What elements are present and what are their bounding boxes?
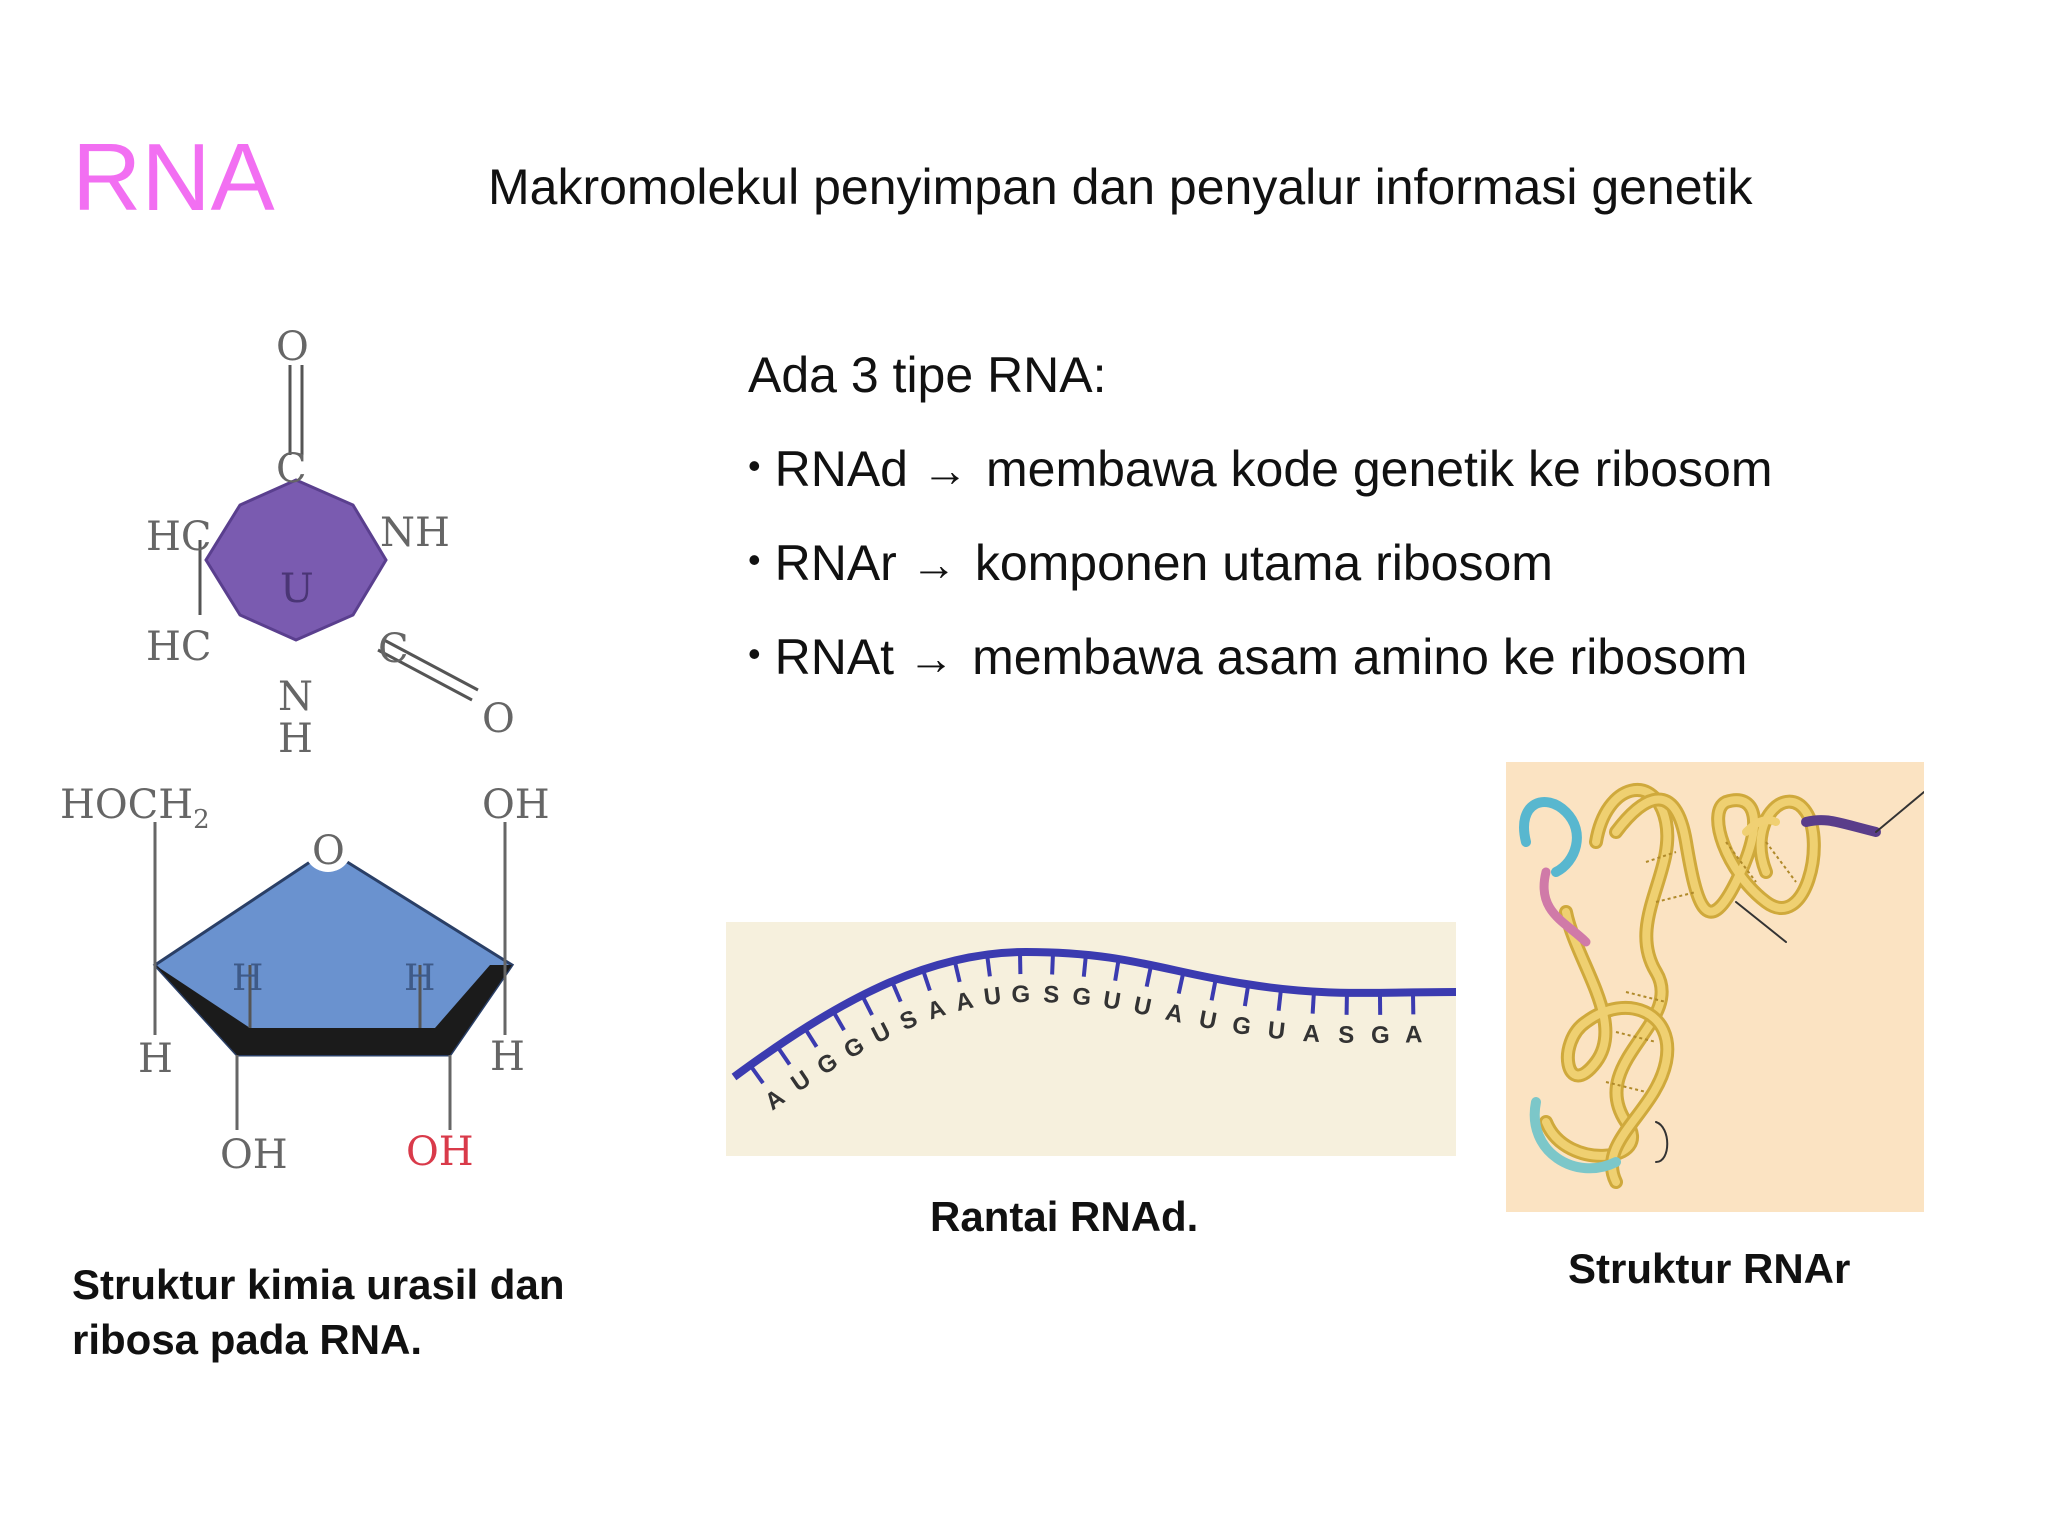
mrna-base-letter: G [1011,981,1030,1008]
mrna-base-letter: U [1266,1017,1286,1046]
atom-hc-2: HC [146,624,212,670]
mrna-base-letter: S [1338,1022,1354,1049]
mrna-base-tick [1144,964,1154,988]
rna-type-item: • RNAt → membawa asam amino ke ribosom [748,628,1747,686]
mrna-base-tick [1113,958,1121,982]
uracil-ring [204,478,388,642]
atom-c-top: C [276,446,307,492]
mrna-base-tick [952,960,962,983]
atom-c-right: C [378,626,409,672]
mrna-base-tick [1050,952,1056,975]
bullet-icon: • [748,539,761,580]
rna-type-name: RNAd [774,441,908,497]
mrna-base-letter: U [1197,1006,1219,1036]
atom-h-inner-left: H [232,958,263,999]
rna-type-item: • RNAd → membawa kode genetik ke ribosom [748,440,1772,498]
atom-o-ring: O [312,828,345,874]
mrna-base-tick [748,1064,765,1085]
mrna-base-tick [860,994,874,1016]
rrna-structure-diagram [1506,762,1924,1212]
uracil-letter: U [280,566,314,612]
atom-hc-1: HC [146,514,212,560]
mrna-base-tick [985,954,992,977]
atom-oh-bottom-left: OH [220,1132,288,1178]
arrow-right-icon: → [908,632,955,684]
mrna-base-tick [1242,984,1251,1007]
arrow-right-icon: → [921,444,968,496]
rna-type-desc: membawa asam amino ke ribosom [972,629,1748,685]
mrna-base-tick [803,1027,819,1048]
mrna-base-letter: S [1043,981,1060,1009]
ribose-ring-edge [155,965,512,1055]
atom-n-bottom: N [278,674,313,720]
atom-nh: NH [380,510,450,556]
mrna-base-letter: G [1071,983,1092,1012]
slide-title: RNA [72,124,275,231]
mrna-base-tick [831,1010,846,1032]
mrna-base-letter: G [1230,1012,1253,1042]
mrna-base-tick [775,1045,792,1066]
arrow-right-icon: → [910,538,957,590]
rna-type-item: • RNAr → komponen utama ribosom [748,534,1553,592]
mrna-base-tick [1209,978,1218,1001]
caption-mrna: Rantai RNAd. [930,1193,1199,1240]
uracil-structure-diagram: O C HC NH U HC C O N H [146,324,515,760]
atom-h-right: H [490,1034,525,1080]
mrna-base-tick [1276,988,1284,1011]
mrna-base-tick [920,968,932,992]
atom-hoch2: HOCH2 [60,782,210,835]
rna-type-desc: membawa kode genetik ke ribosom [985,441,1773,497]
mrna-base-tick [890,980,903,1003]
mrna-base-tick [1176,971,1186,995]
mrna-base-letter: G [1371,1022,1390,1049]
atom-oh-top: OH [482,782,550,828]
mrna-background [726,922,1456,1156]
rna-types-heading: Ada 3 tipe RNA: [748,347,1107,403]
mrna-base-tick [1310,991,1316,1014]
ribose-structure-diagram: HOCH2 O OH H H H H OH OH [60,782,550,1178]
mrna-base-letter: A [1405,1021,1423,1048]
mrna-base-tick [1081,954,1088,977]
mrna-base-letter: U [982,982,1003,1011]
mrna-base-letter: U [1131,992,1154,1022]
mrna-base-letter: U [1101,986,1122,1015]
bullet-icon: • [748,445,761,486]
bullet-icon: • [748,633,761,674]
mrna-base-ticks [748,952,1416,1085]
atom-h-left: H [138,1036,173,1082]
caption-structure: Struktur kimia urasil dan ribosa pada RN… [72,1261,565,1363]
rna-type-name: RNAt [774,629,895,685]
mrna-base-letter: A [1302,1020,1321,1048]
mrna-base-letter: A [1163,999,1186,1029]
atom-h-inner-right: H [404,958,435,999]
slide-subtitle: Makromolekul penyimpan dan penyalur info… [488,159,1753,215]
atom-o-right: O [482,696,515,742]
caption-rrna: Struktur RNAr [1568,1245,1851,1292]
rna-type-desc: komponen utama ribosom [974,535,1553,591]
rna-type-name: RNAr [774,535,897,591]
atom-h-bottom: H [278,716,313,760]
atom-oh-bottom-right: OH [406,1129,474,1175]
mrna-base-letter: A [953,987,976,1017]
atom-o-top: O [276,324,309,370]
